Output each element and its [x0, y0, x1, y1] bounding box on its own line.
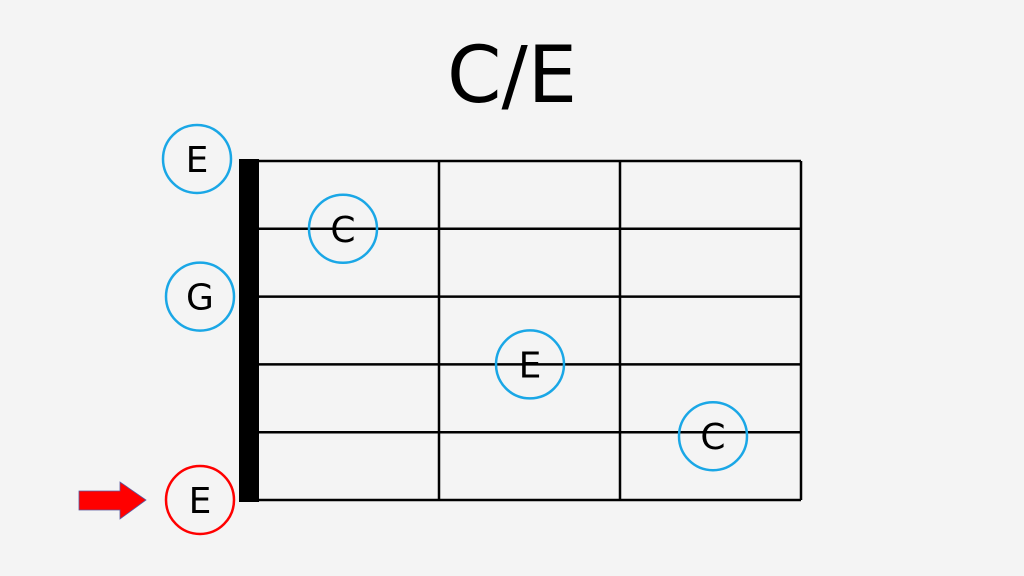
note-marker: G: [164, 261, 236, 332]
note-circle: [677, 400, 749, 472]
note-circle: [164, 261, 236, 332]
note-label: C: [700, 417, 725, 458]
note-marker: C: [307, 193, 379, 265]
arrow-right-icon: [78, 481, 147, 520]
note-circle: [164, 464, 236, 536]
note-marker: C: [677, 400, 749, 472]
note-marker: E: [494, 329, 566, 400]
note-circle: [307, 193, 379, 265]
fretboard-grid: [239, 159, 803, 502]
note-label: E: [189, 481, 212, 522]
note-label: G: [186, 278, 214, 319]
note-label: E: [519, 345, 542, 386]
note-marker: E: [161, 123, 233, 195]
nut: [239, 159, 259, 502]
note-label: E: [186, 140, 209, 181]
chord-title: C/E: [447, 31, 577, 121]
note-circle: [494, 329, 566, 400]
note-circle: [161, 123, 233, 195]
note-marker: E: [164, 464, 236, 536]
note-label: C: [330, 210, 355, 251]
note-markers: E G E C E C: [161, 123, 749, 536]
